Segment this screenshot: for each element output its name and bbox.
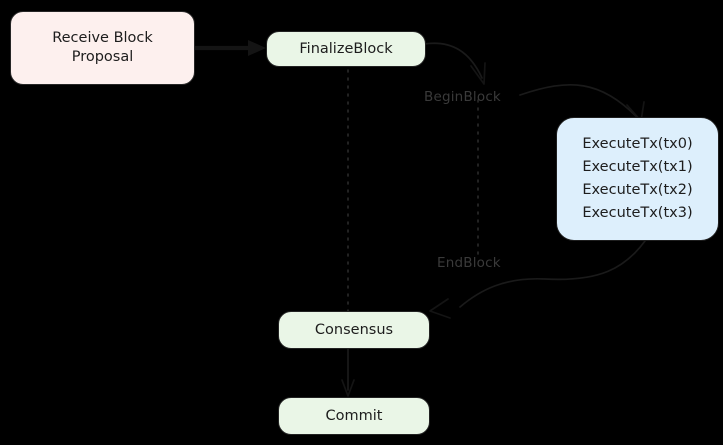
node-execute-tx-label: ExecuteTx(tx0) ExecuteTx(tx1) ExecuteTx(… — [582, 136, 693, 221]
edge-label-end-block: EndBlock — [437, 255, 501, 271]
node-commit[interactable]: Commit — [278, 397, 430, 435]
node-commit-label: Commit — [325, 407, 383, 424]
arrowhead-executetx-to-consensus — [429, 298, 451, 319]
node-receive-block-proposal[interactable]: Receive Block Proposal — [10, 11, 195, 85]
edge-executetx-to-consensus — [459, 240, 646, 308]
edge-beginblock-to-executetx — [519, 84, 639, 119]
arrowhead-consensus-to-commit — [341, 379, 355, 397]
node-consensus[interactable]: Consensus — [278, 311, 430, 349]
node-receive-block-proposal-label: Receive Block Proposal — [52, 30, 153, 65]
node-finalize-block[interactable]: FinalizeBlock — [266, 31, 426, 67]
arrowhead-finalizeblock-to-beginblock — [470, 62, 486, 85]
node-finalize-block-label: FinalizeBlock — [299, 40, 393, 57]
edge-finalizeblock-to-beginblock — [423, 42, 483, 79]
node-execute-tx[interactable]: ExecuteTx(tx0) ExecuteTx(tx1) ExecuteTx(… — [556, 117, 719, 241]
node-consensus-label: Consensus — [314, 321, 394, 338]
edge-label-begin-block: BeginBlock — [424, 89, 501, 105]
arrowhead-proposal-to-finalizeblock — [248, 40, 266, 56]
